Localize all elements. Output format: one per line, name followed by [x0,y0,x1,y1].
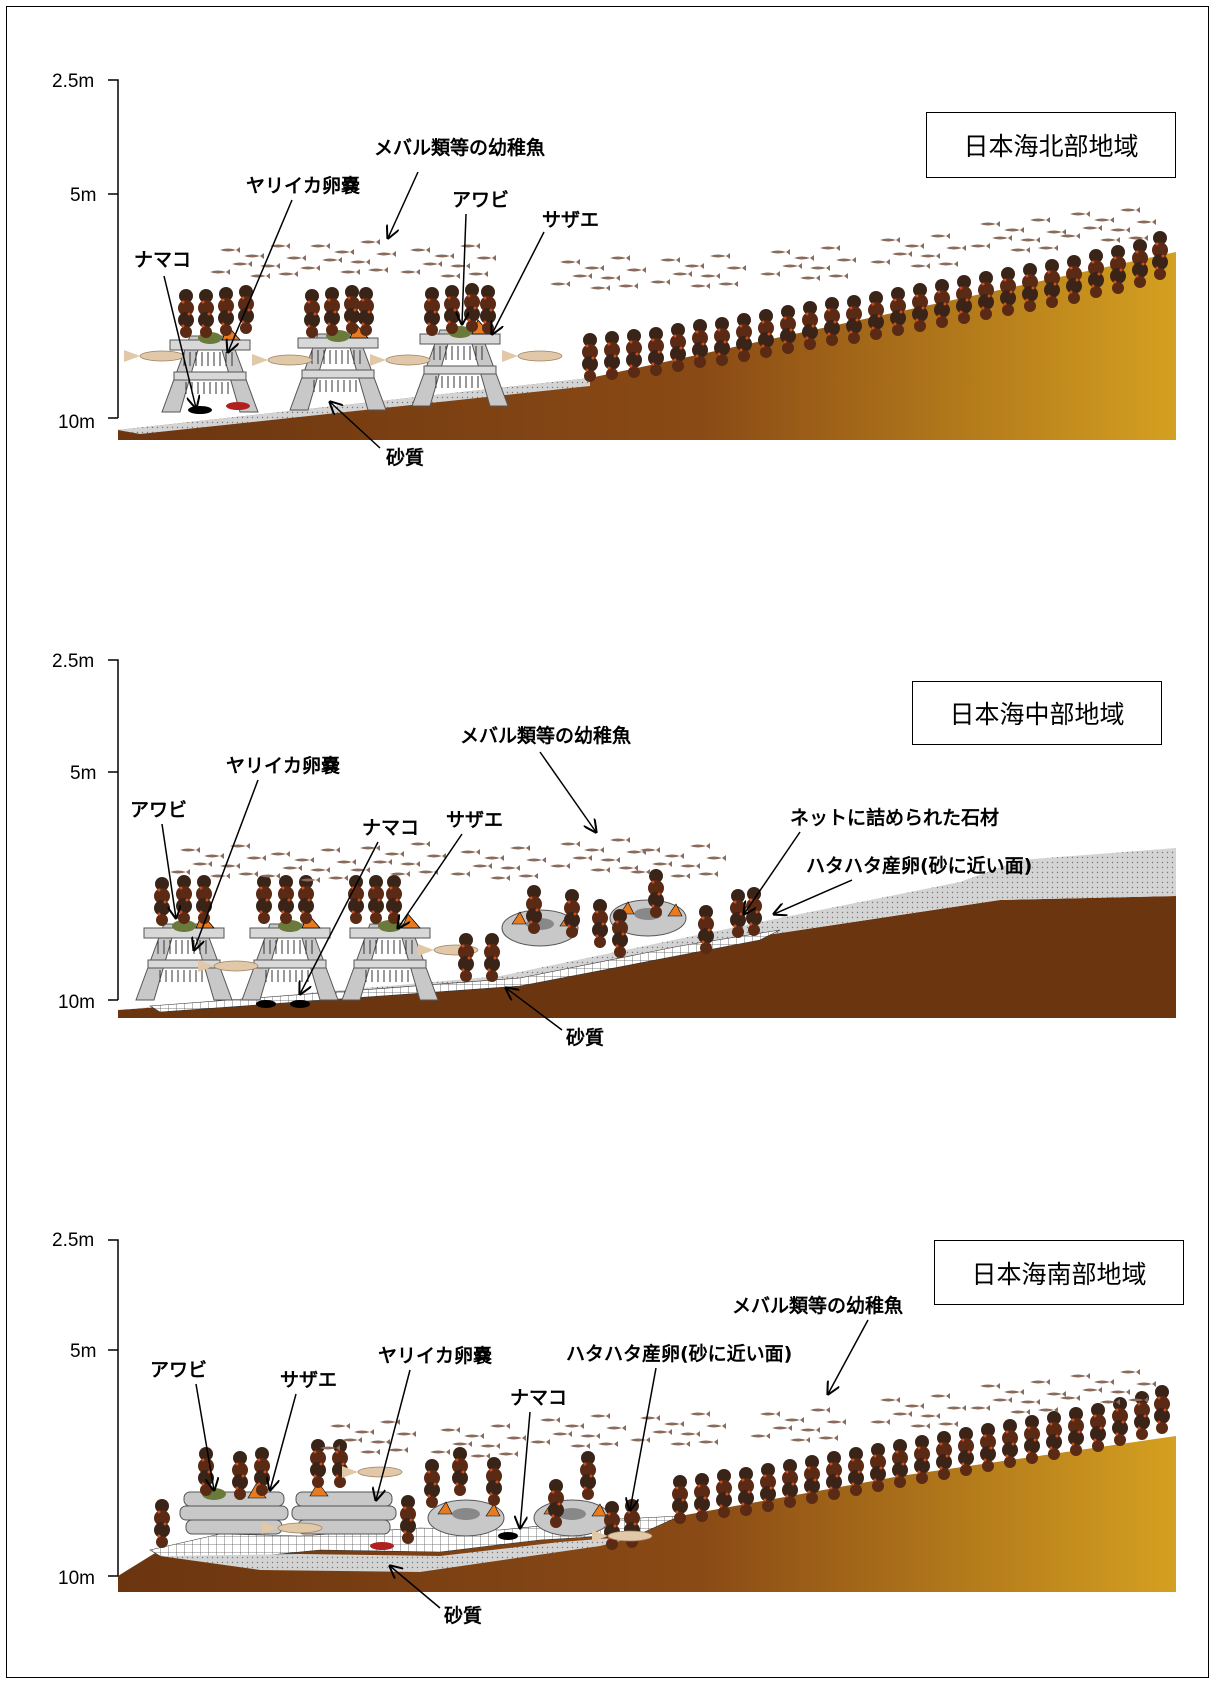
depth-tick: 10m [58,992,95,1013]
fish-schools [170,837,726,883]
label-sandfish-eggs: ハタハタ産卵(砂に近い面) [806,854,1032,877]
depth-tick: 2.5m [52,71,94,92]
label-squid-eggs: ヤリイカ卵嚢 [378,1344,493,1367]
label-abalone: アワビ [452,189,509,211]
seabed [118,1436,1176,1592]
depth-tick: 5m [70,185,96,206]
label-sand: 砂質 [566,1026,604,1049]
depth-axis [108,79,119,419]
label-net-stones: ネットに詰められた石材 [790,806,999,829]
panel-north: 2.5m 5m 10m [52,71,1176,469]
label-juvenile-fish: メバル類等の幼稚魚 [460,724,631,747]
depth-axis [108,659,119,1001]
depth-tick: 5m [70,1341,96,1362]
label-abalone: アワビ [150,1359,207,1381]
label-turban-shell: サザエ [446,809,503,831]
label-sea-cucumber: ナマコ [362,817,419,839]
depth-tick: 2.5m [52,1230,94,1251]
label-abalone: アワビ [130,799,187,821]
sand-layer [118,848,1176,1010]
label-sandfish-eggs: ハタハタ産卵(砂に近い面) [566,1342,792,1365]
depth-tick: 10m [58,1568,95,1589]
label-squid-eggs: ヤリイカ卵嚢 [246,174,361,197]
depth-axis [108,1239,119,1577]
label-juvenile-fish: メバル類等の幼稚魚 [374,136,545,159]
panel-central: 2.5m 5m 10m メバル類等の幼稚魚 ヤリイカ [52,651,1176,1049]
label-juvenile-fish: メバル類等の幼稚魚 [732,1294,903,1317]
label-sea-cucumber: ナマコ [134,249,191,271]
label-squid-eggs: ヤリイカ卵嚢 [226,754,341,777]
net-layer [149,929,781,1013]
region-title-south: 日本海南部地域 [934,1240,1184,1305]
weed-on-reef [154,875,402,926]
region-title-north: 日本海北部地域 [926,112,1176,178]
label-turban-shell: サザエ [542,209,599,231]
figure-frame [6,6,1209,1678]
region-title-central: 日本海中部地域 [912,681,1162,745]
sand-layer [160,1536,640,1572]
label-sand: 砂質 [386,446,424,469]
label-turban-shell: サザエ [280,1369,337,1391]
label-sea-cucumber: ナマコ [510,1387,567,1409]
depth-tick: 2.5m [52,651,94,672]
panel-south: 2.5m 5m 10m [52,1230,1176,1627]
depth-tick: 5m [70,763,96,784]
depth-tick: 10m [58,412,95,433]
weed-on-reef [178,283,496,338]
sand-layer [118,378,590,434]
seabed [118,252,1176,440]
fish-schools [210,207,1156,291]
label-sand: 砂質 [444,1604,482,1627]
